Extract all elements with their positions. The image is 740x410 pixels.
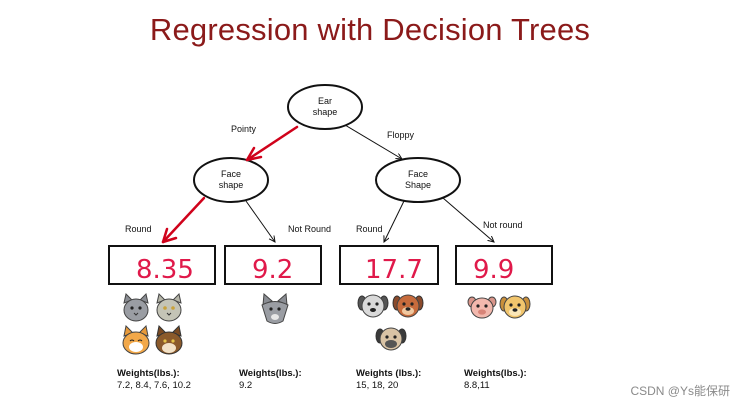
edge-floppy xyxy=(344,124,402,159)
root-node xyxy=(287,84,363,130)
leaf-value: 17.7 xyxy=(365,255,423,285)
leaf-weights: Weights(lbs.): 9.2 xyxy=(239,368,302,392)
weights-values: 7.2, 8.4, 7.6, 10.2 xyxy=(117,380,191,391)
leaf-weights: Weights (lbs.): 15, 18, 20 xyxy=(356,368,421,392)
left-node-line2: shape xyxy=(218,180,244,190)
cat-icon xyxy=(155,325,183,355)
cat-icon xyxy=(123,293,149,322)
left-node-label: Face shape xyxy=(191,169,271,191)
weights-values: 15, 18, 20 xyxy=(356,380,399,391)
edge-not-round-left xyxy=(245,200,275,242)
leaf-box: 9.2 xyxy=(224,245,322,285)
root-line1: Ear xyxy=(317,96,332,106)
dog-icon xyxy=(392,294,424,318)
root-node-label: Ear shape xyxy=(285,96,365,118)
leaf-weights: Weights(lbs.): 8.8,11 xyxy=(464,368,527,392)
leaf-value: 8.35 xyxy=(136,255,194,285)
right-node-line2: Shape xyxy=(404,180,432,190)
leaf-value: 9.9 xyxy=(473,255,515,285)
left-node xyxy=(193,157,269,203)
cat-icon xyxy=(261,293,289,324)
weights-values: 8.8,11 xyxy=(464,380,490,391)
leaf-weights: Weights(lbs.): 7.2, 8.4, 7.6, 10.2 xyxy=(117,368,191,392)
dog-icon xyxy=(357,294,389,318)
edge-label-not-round-left: Not Round xyxy=(288,224,332,234)
watermark: CSDN @Ys能保研 xyxy=(630,384,730,398)
edge-label-not-round-right: Not round xyxy=(483,220,523,230)
right-node xyxy=(375,157,461,203)
cat-icon xyxy=(156,293,182,322)
edge-label-round-right: Round xyxy=(356,224,383,234)
dog-icon xyxy=(467,296,497,319)
edge-label-pointy: Pointy xyxy=(231,124,257,134)
weights-label: Weights(lbs.): xyxy=(239,368,302,379)
edge-label-floppy: Floppy xyxy=(387,130,415,140)
highlight-path-pointy xyxy=(245,125,299,162)
right-node-line1: Face xyxy=(407,169,428,179)
right-node-label: Face Shape xyxy=(378,169,458,191)
weights-label: Weights (lbs.): xyxy=(356,368,422,379)
dog-icon xyxy=(375,327,407,351)
edge-label-round-left: Round xyxy=(125,224,152,234)
leaf-box: 9.9 xyxy=(455,245,553,285)
edge-not-round-right xyxy=(442,197,494,242)
weights-label: Weights(lbs.): xyxy=(117,368,180,379)
weights-values: 9.2 xyxy=(239,380,253,391)
slide-title: Regression with Decision Trees xyxy=(149,12,591,47)
root-line2: shape xyxy=(312,107,338,117)
left-node-line1: Face xyxy=(220,169,241,179)
cat-icon xyxy=(122,325,150,355)
leaf-value: 9.2 xyxy=(252,255,294,285)
dog-icon xyxy=(499,295,531,319)
highlight-path-round xyxy=(161,196,206,244)
leaf-box: 8.35 xyxy=(108,245,216,285)
edge-round-right xyxy=(384,200,405,242)
leaf-box: 17.7 xyxy=(339,245,439,285)
weights-label: Weights(lbs.): xyxy=(464,368,527,379)
